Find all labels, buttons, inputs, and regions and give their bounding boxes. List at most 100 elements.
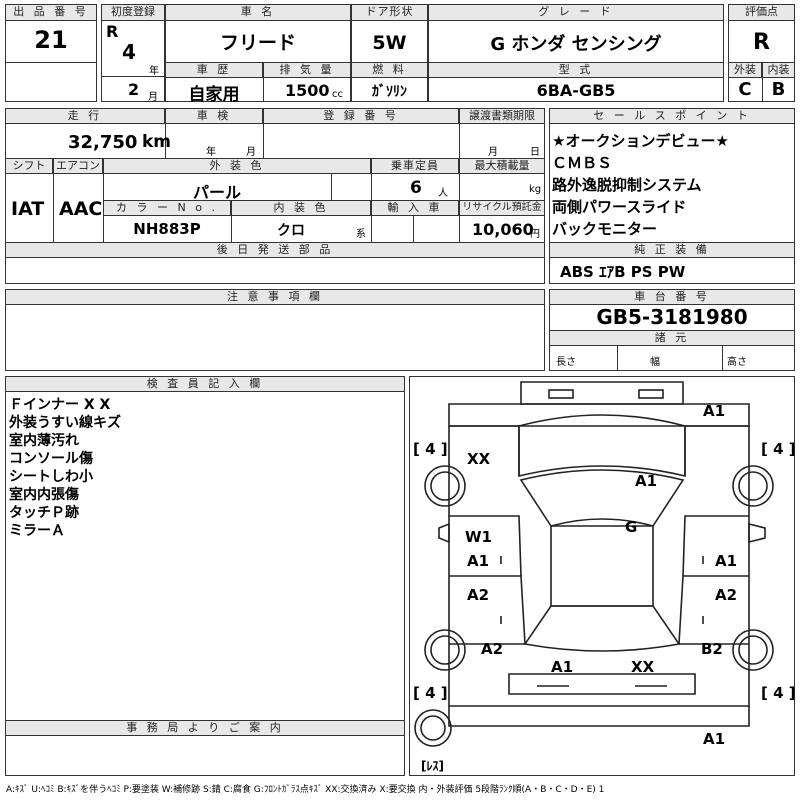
exterior-label: 外装 — [728, 62, 762, 78]
mark-roof: G — [625, 518, 637, 536]
inspection-year-unit: 年 — [206, 147, 216, 158]
era: R — [106, 22, 119, 41]
score-value: R — [753, 30, 770, 55]
registration-label: 初度登録 — [101, 4, 165, 21]
sales-item: 路外逸脱抑制システム — [552, 176, 702, 194]
colorno-label: カ ラ ー N o . — [103, 200, 231, 216]
import-label: 輸 入 車 — [371, 200, 459, 216]
interior-score: B — [771, 79, 786, 100]
car-name: フリード — [219, 32, 296, 54]
tire-tread: [ 4 ] — [413, 440, 448, 458]
inspector-line: シートしわ小 — [9, 469, 93, 485]
recycle-label: リサイクル預託金 — [459, 200, 545, 216]
recycle-unit: 円 — [530, 229, 540, 240]
shift-value: IAT — [11, 198, 45, 220]
inspector-label: 検 査 員 記 入 欄 — [5, 376, 405, 392]
inspector-line: ミラーＡ — [9, 523, 65, 539]
interior-color-unit: 系 — [356, 229, 366, 240]
recycle-value: 10,060 — [472, 220, 534, 239]
score-label: 評価点 — [728, 4, 795, 21]
grade-value: G ホンダ センシング — [490, 34, 662, 55]
dims-label: 諸 元 — [549, 330, 795, 346]
mark-left-rear-fender: A2 — [481, 640, 503, 658]
seats-unit: 人 — [438, 188, 448, 199]
inspector-line: 室内薄汚れ — [9, 433, 79, 449]
door-label: ドア形状 — [351, 4, 428, 21]
notes-label: 注 意 事 項 欄 — [5, 289, 545, 305]
reg-year-unit: 年 — [149, 66, 159, 77]
inspector-line: 室内内張傷 — [9, 487, 79, 503]
transfer-day-unit: 日 — [530, 147, 540, 158]
sales-item: バックモニター — [552, 220, 658, 238]
mark-rear-bumper: A1 — [703, 730, 725, 748]
inspector-line: 外装うすい線キズ — [9, 415, 121, 431]
interior-label: 内装 — [762, 62, 795, 78]
ac-value: AAC — [59, 198, 103, 220]
model-label: 型 式 — [428, 62, 724, 78]
mark-left-front-door: A1 — [467, 552, 489, 570]
exterior-score: C — [738, 79, 752, 100]
equipment-label: 純 正 装 備 — [549, 242, 795, 258]
mark-left-front-fender: XX — [467, 450, 491, 468]
name-label: 車 名 — [165, 4, 351, 21]
fuel-label: 燃 料 — [351, 62, 428, 78]
color-label: 外 装 色 — [103, 158, 371, 174]
history-value: 自家用 — [188, 85, 240, 105]
shift-label: シフト — [5, 158, 53, 174]
chassis-value: GB5-3181980 — [596, 305, 748, 329]
mark-right-rear-door: A2 — [715, 586, 737, 604]
fuel-value: ｶﾞｿﾘﾝ — [372, 84, 407, 100]
mileage-label: 走 行 — [5, 108, 165, 124]
tire-tread: [ 4 ] — [413, 684, 448, 702]
history-label: 車 歴 — [165, 62, 263, 78]
mark-left-front-door-top: W1 — [465, 528, 492, 546]
displacement-unit: cc — [332, 89, 343, 100]
grade-label: グ レ ー ド — [428, 4, 724, 21]
spare-label: [ﾚｽ] — [421, 759, 444, 773]
chassis-label: 車 台 番 号 — [549, 289, 795, 305]
equipment-value: ABS ｴｱB PS PW — [560, 263, 686, 281]
office-label: 事 務 局 よ り ご 案 内 — [5, 720, 405, 736]
reg-month: 2 — [128, 80, 140, 99]
reg-year: 4 — [122, 40, 136, 64]
mark-front-bumper: A1 — [703, 402, 725, 420]
transfer-label: 譲渡書類期限 — [459, 108, 545, 124]
color-value: パール — [192, 183, 241, 202]
colorno-value: NH883P — [133, 220, 201, 238]
inspector-line: タッチＰ跡 — [9, 505, 79, 521]
load-unit: kg — [529, 184, 542, 195]
door-value: 5W — [372, 32, 407, 54]
mileage-unit: km — [142, 132, 172, 152]
sales-label: セ ー ル ス ポ イ ン ト — [549, 108, 795, 124]
inspection-month-unit: 月 — [246, 147, 256, 158]
mark-rear-center: XX — [631, 658, 655, 676]
lot-value: 21 — [34, 26, 68, 54]
model-value: 6BA-GB5 — [536, 81, 616, 100]
reg-month-unit: 月 — [148, 92, 158, 103]
legend: A:ｷｽﾞ U:ﾍｺﾐ B:ｷｽﾞを伴うﾍｺﾐ P:要塗装 W:補修跡 S:錆 … — [6, 785, 605, 795]
lot-label: 出 品 番 号 — [5, 4, 97, 21]
length-label: 長さ — [556, 357, 576, 368]
seats-label: 乗車定員 — [371, 158, 459, 174]
mark-rear-left: A1 — [551, 658, 573, 676]
mark-right-rear-fender: B2 — [701, 640, 723, 658]
tire-tread: [ 4 ] — [761, 440, 795, 458]
seats-value: 6 — [410, 178, 422, 198]
transfer-month-unit: 月 — [488, 147, 498, 158]
interior-color-value: クロ — [277, 223, 305, 239]
displacement-value: 1500 — [285, 81, 330, 100]
mark-left-rear-door: A2 — [467, 586, 489, 604]
ac-label: エアコン — [53, 158, 103, 174]
mark-hood: A1 — [635, 472, 657, 490]
inspector-line: Ｆインナー X X — [9, 397, 111, 413]
sales-item: ＣＭＢＳ — [552, 154, 613, 172]
inspection-label: 車 検 — [165, 108, 263, 124]
width-label: 幅 — [650, 357, 660, 368]
later-parts-label: 後 日 発 送 部 品 — [5, 242, 545, 258]
mileage-value: 32,750 — [68, 132, 138, 153]
mark-right-front-door: A1 — [715, 552, 737, 570]
car-diagram: [ 4 ] [ 4 ] [ 4 ] [ 4 ] [ﾚｽ] A1 XX A1 G … — [413, 381, 795, 773]
interior-color-label: 内 装 色 — [231, 200, 371, 216]
inspector-line: コンソール傷 — [9, 451, 93, 467]
diagram-box — [409, 376, 795, 776]
